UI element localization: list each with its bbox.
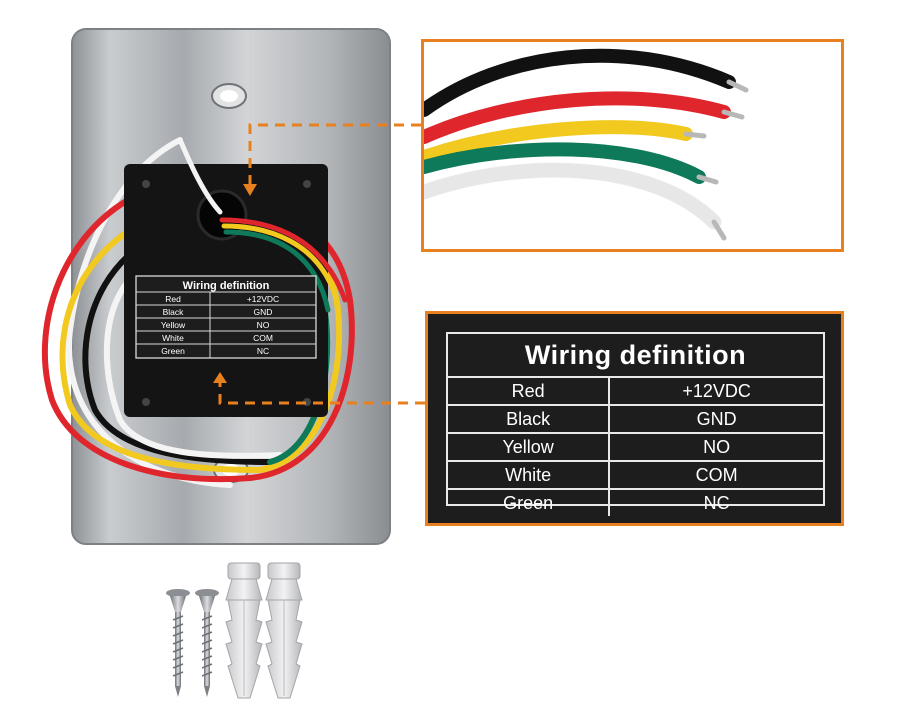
screw-left	[166, 589, 190, 697]
module-label-func-4: NC	[257, 346, 269, 356]
wire-color-cell: Green	[448, 489, 611, 516]
wire-function-cell: +12VDC	[609, 378, 823, 406]
screw-right	[195, 589, 219, 697]
module-label-func-2: NO	[257, 320, 270, 330]
module-label-color-1: Black	[163, 307, 185, 317]
module-label-func-1: GND	[254, 307, 273, 317]
table-row: Green NC	[448, 489, 823, 516]
wires-closeup	[424, 48, 749, 241]
callout-arrow-bottom	[213, 372, 227, 383]
wires-zoom-callout	[421, 39, 844, 252]
module-label-func-0: +12VDC	[247, 294, 279, 304]
module-label-color-0: Red	[165, 294, 181, 304]
callout-leaders	[218, 123, 425, 405]
wire-function-cell: NC	[703, 492, 730, 513]
module-label-color-2: Yellow	[161, 320, 186, 330]
wall-anchor-right	[265, 562, 303, 699]
module-label-color-4: Green	[161, 346, 185, 356]
table-row: Red+12VDC	[448, 378, 823, 406]
wire-function-cell: COM	[609, 461, 823, 490]
module-label-func-3: COM	[253, 333, 273, 343]
wire-color-cell: White	[448, 461, 611, 490]
wiring-definition-title: Wiring definition	[448, 334, 823, 378]
callout-arrow-top	[243, 184, 257, 196]
module-label: Wiring definition Red +12VDC Black GND Y…	[135, 275, 317, 359]
wire-color-cell: Black	[448, 405, 611, 434]
wall-anchor-left	[225, 562, 263, 699]
wire-color-cell: Red	[448, 378, 611, 406]
wire-color-cell: Yellow	[448, 433, 611, 462]
wire-function-cell: GND	[609, 405, 823, 434]
module-label-color-3: White	[162, 333, 184, 343]
wire-function-cell: NO	[609, 433, 823, 462]
module-label-title: Wiring definition	[183, 280, 270, 292]
